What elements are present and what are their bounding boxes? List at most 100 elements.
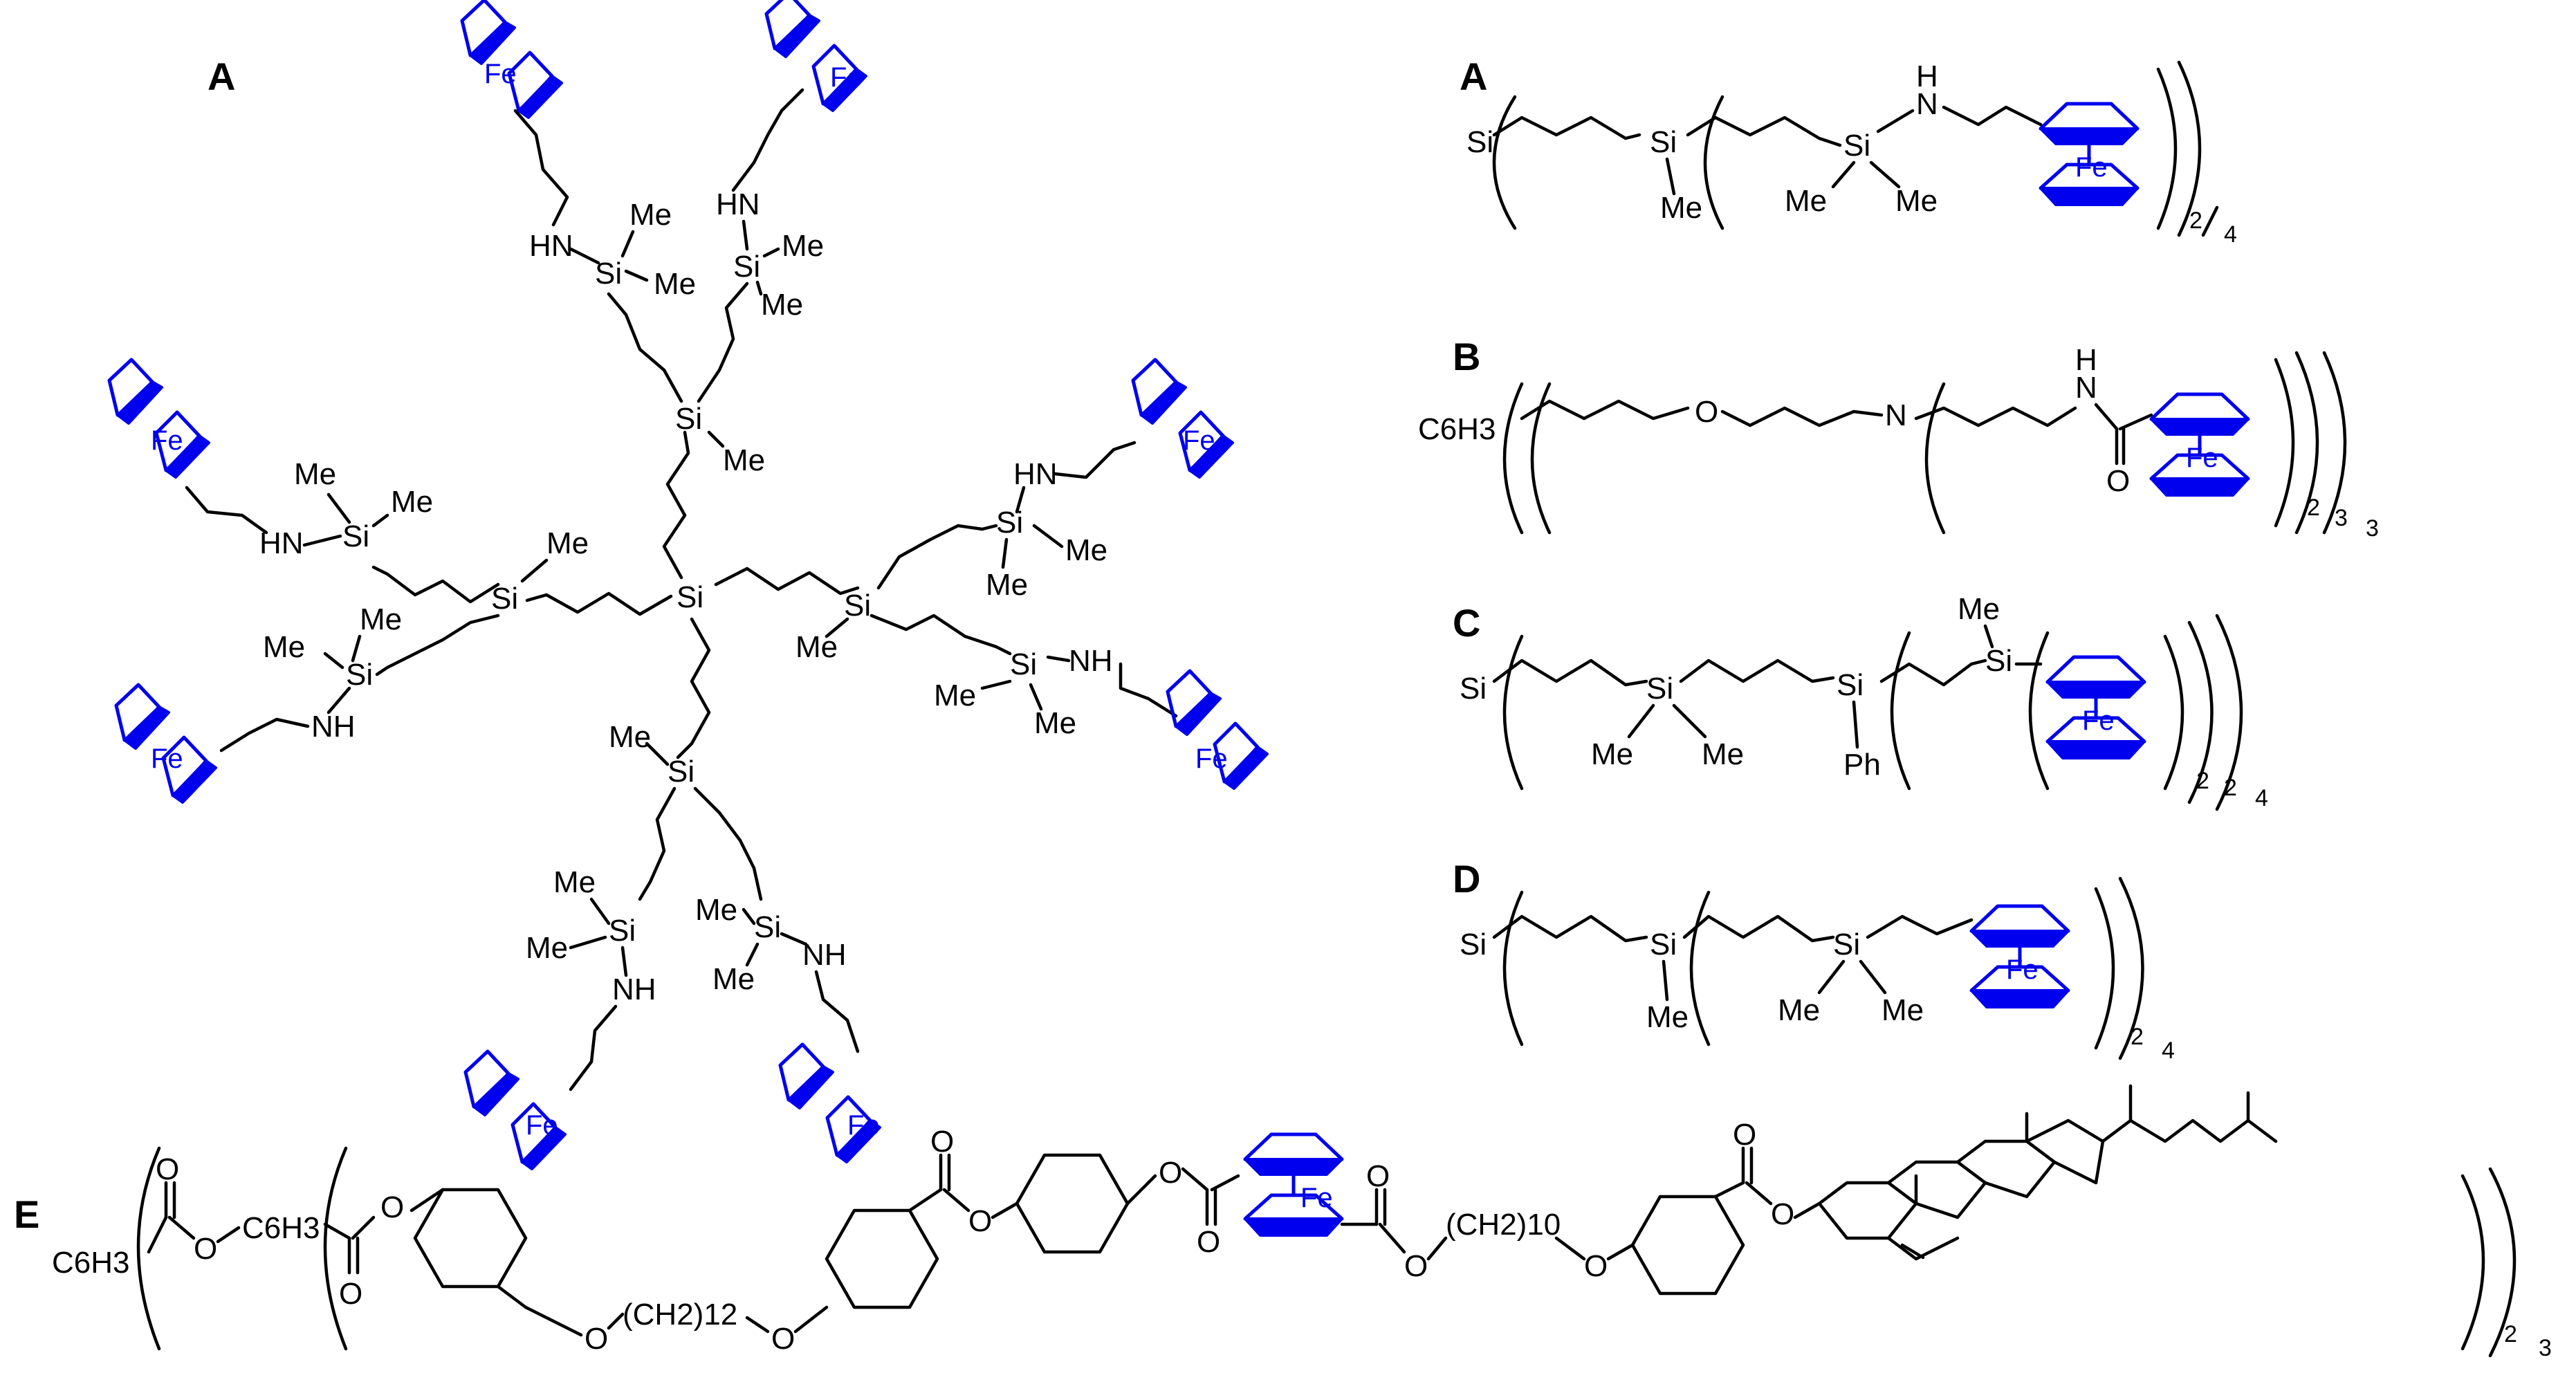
o: O	[1159, 1156, 1182, 1190]
si: Si	[1646, 672, 1673, 706]
me: Me	[934, 679, 976, 712]
o: O	[380, 1190, 404, 1224]
sub: 2	[2189, 208, 2202, 234]
o: O	[156, 1152, 179, 1186]
panel-label-d: D	[1453, 857, 1480, 901]
me: Me	[1660, 191, 1702, 225]
structure-c: C Si Si Me Me Si Ph Si Me Fe 2 2 4	[1453, 592, 2268, 811]
si: Si	[1837, 668, 1864, 702]
fe: Fe	[2075, 152, 2108, 183]
o: O	[1197, 1225, 1220, 1259]
hn: HN	[716, 187, 760, 221]
structure-b: B C6H3 O N N H O Fe 2 3 3	[1418, 335, 2379, 542]
me: Me	[695, 893, 737, 927]
fe: Fe	[1300, 1183, 1333, 1213]
core-si: Si	[677, 580, 703, 614]
fe: Fe	[526, 1110, 558, 1141]
me: Me	[1034, 706, 1076, 740]
o: O	[930, 1125, 954, 1159]
structure-d: D Si Si Me Si Me Me Fe 2 4	[1453, 857, 2175, 1064]
fe: Fe	[151, 744, 183, 774]
sub: 2	[2307, 495, 2320, 521]
si: Si	[1650, 928, 1677, 961]
structure-a: A Si Si Me Si Me Me N H Fe 2 4	[1460, 55, 2237, 248]
me-top: Me	[723, 443, 765, 477]
fe: Fe	[2006, 955, 2039, 985]
c6h3: C6H3	[242, 1211, 320, 1245]
core-arm-down	[676, 617, 711, 759]
si: Si	[1460, 928, 1487, 961]
me: Me	[546, 526, 589, 560]
o: O	[585, 1322, 608, 1356]
panel-label-c: C	[1453, 601, 1480, 645]
fe: Fe	[1195, 744, 1228, 774]
structure-e: E C6H3 O O C6H3 O O O (CH2)12 O O	[14, 1084, 2552, 1361]
sub: 3	[2539, 1335, 2552, 1361]
o: O	[2106, 464, 2130, 498]
n: N	[1885, 398, 1907, 432]
si-right: Si	[844, 589, 871, 623]
si: Si	[754, 910, 781, 944]
me: Me	[294, 457, 336, 491]
dendrimer-a-left: A Si Si Me Si Si Me Me Me Me HN HN Fe Fe	[109, 0, 1267, 1169]
sub: 4	[2162, 1038, 2175, 1064]
fe: Fe	[2082, 706, 2115, 736]
nh: NH	[802, 938, 847, 972]
panel-label-left-a: A	[208, 55, 235, 98]
si: Si	[1843, 129, 1870, 163]
panel-label-b: B	[1453, 335, 1480, 378]
n: N	[1916, 87, 1938, 121]
si: Si	[609, 914, 636, 948]
panel-label-e: E	[14, 1192, 39, 1236]
h: H	[1916, 59, 1938, 93]
fe: Fe	[484, 59, 517, 89]
fe: Fe	[2186, 443, 2218, 473]
nh: NH	[612, 973, 656, 1006]
si-top: Si	[675, 402, 702, 436]
core-arm-up	[662, 430, 690, 580]
me: Me	[263, 630, 305, 664]
me: Me	[761, 288, 803, 322]
fe: Fe	[1183, 425, 1215, 456]
me: Me	[795, 630, 838, 664]
core-arm-left	[525, 591, 673, 616]
me: Me	[360, 602, 402, 636]
c6h3: C6H3	[52, 1246, 130, 1280]
o: O	[771, 1322, 795, 1356]
si: Si	[346, 658, 373, 692]
o: O	[339, 1277, 362, 1311]
sub: 3	[2366, 515, 2379, 542]
me: Me	[1702, 737, 1744, 771]
si: Si	[1010, 647, 1037, 681]
si: Si	[1833, 928, 1860, 961]
me: Me	[391, 485, 433, 519]
sub: 3	[2335, 505, 2348, 531]
me: Me	[609, 720, 651, 754]
o: O	[1404, 1249, 1428, 1283]
sub: 4	[2224, 221, 2237, 248]
ch2-12: (CH2)12	[623, 1298, 737, 1331]
me: Me	[526, 931, 568, 965]
sub: 2	[2196, 768, 2209, 794]
si: Si	[1985, 644, 2012, 678]
h: H	[2075, 343, 2097, 377]
o: O	[1771, 1197, 1794, 1231]
o: O	[1366, 1159, 1390, 1193]
me: Me	[1646, 1000, 1689, 1034]
si-bottom: Si	[668, 755, 694, 789]
sub: 2	[2224, 775, 2237, 801]
o: O	[194, 1232, 217, 1266]
si: Si	[996, 506, 1023, 540]
nh: NH	[311, 710, 356, 744]
me: Me	[654, 267, 696, 301]
o: O	[1733, 1118, 1756, 1152]
me: Me	[1591, 737, 1633, 771]
si: Si	[1460, 672, 1487, 706]
me: Me	[1895, 184, 1938, 218]
me: Me	[553, 865, 596, 899]
sub: 2	[2131, 1024, 2144, 1050]
fe: Fe	[847, 1110, 880, 1141]
panel-label-a: A	[1460, 55, 1487, 98]
nh: N	[2075, 371, 2097, 405]
